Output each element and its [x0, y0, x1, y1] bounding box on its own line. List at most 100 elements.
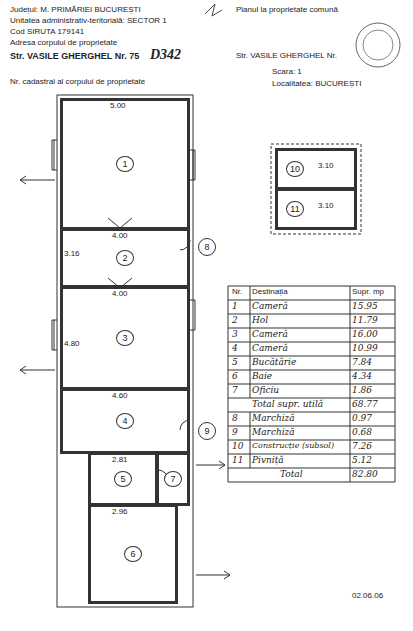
- dimension: 2.96: [112, 508, 128, 517]
- table-rule: [350, 398, 351, 412]
- table-rule: [250, 412, 251, 426]
- room-number: 2: [116, 250, 134, 266]
- table-cell: 0.97: [352, 414, 372, 424]
- dimension: 5.00: [110, 102, 126, 111]
- table-rule: [228, 454, 395, 455]
- table-cell: 4: [232, 344, 238, 354]
- table-cell: Oficiu: [252, 386, 279, 396]
- room-number: 5: [114, 471, 132, 487]
- table-cell: 10.99: [352, 344, 378, 354]
- table-rule: [250, 342, 251, 356]
- table-rule: [395, 286, 396, 482]
- table-cell: Cameră: [252, 302, 288, 312]
- table-cell: 16.00: [352, 330, 378, 340]
- header-text: Str. VASILE GHERGHEL Nr. 75: [10, 52, 139, 62]
- table-rule: [350, 328, 351, 342]
- table-rule: [350, 468, 351, 482]
- table-rule: [250, 426, 251, 440]
- table-rule: [350, 300, 351, 314]
- table-rule: [228, 384, 395, 385]
- header-text: Planul la proprietate comună: [236, 6, 338, 15]
- dimension: 3.16: [64, 250, 80, 259]
- table-cell: 1.86: [352, 386, 372, 396]
- table-cell: Bucătărie: [252, 358, 296, 368]
- table-rule: [250, 314, 251, 328]
- table-cell: Nr.: [232, 288, 242, 297]
- table-cell: 7.84: [352, 358, 372, 368]
- table-rule: [250, 356, 251, 370]
- table-cell: Pivniță: [252, 456, 284, 466]
- table-cell: Supr. mp: [352, 288, 384, 297]
- table-cell: 1: [232, 302, 238, 312]
- table-cell: Baie: [252, 372, 272, 382]
- table-rule: [350, 412, 351, 426]
- table-cell: 5: [232, 358, 238, 368]
- table-cell: 82.80: [352, 470, 378, 480]
- table-rule: [250, 286, 251, 300]
- table-rule: [350, 286, 351, 300]
- table-cell: Construcție (subsol): [252, 442, 334, 451]
- table-cell: 0.68: [352, 428, 372, 438]
- header-text: Localitatea: BUCUREȘTI: [272, 80, 361, 89]
- table-rule: [350, 440, 351, 454]
- header-text: Unitatea administrativ-teritorială: SECT…: [10, 17, 167, 26]
- table-rule: [228, 398, 395, 399]
- header-text: Str. VASILE GHERGHEL Nr.: [236, 52, 337, 61]
- table-rule: [228, 286, 395, 287]
- table-rule: [228, 440, 395, 441]
- callout-circle: 8: [198, 238, 216, 256]
- room-number: 4: [116, 413, 134, 429]
- table-rule: [250, 328, 251, 342]
- table-cell: 2: [232, 316, 238, 326]
- header-text: Județul: M. PRIMĂRIEI BUCUREȘTI: [10, 6, 141, 15]
- table-rule: [350, 356, 351, 370]
- table-cell: Marchiză: [252, 414, 295, 424]
- table-rule: [228, 426, 395, 427]
- table-rule: [350, 454, 351, 468]
- table-rule: [350, 426, 351, 440]
- table-rule: [228, 370, 395, 371]
- table-rule: [228, 412, 395, 413]
- table-cell: Total supr. utilă: [252, 400, 323, 410]
- room-number: 9: [204, 426, 209, 436]
- dimension: 4.80: [64, 340, 80, 349]
- room-number: 11: [286, 201, 304, 217]
- table-cell: 11: [232, 456, 243, 466]
- table-rule: [250, 370, 251, 384]
- room-number: 10: [286, 161, 304, 177]
- room: 7: [156, 452, 190, 506]
- table-cell: 10: [232, 442, 243, 452]
- table-cell: Cameră: [252, 330, 288, 340]
- table-rule: [250, 384, 251, 398]
- table-cell: Total: [280, 470, 303, 480]
- table-rule: [250, 454, 251, 468]
- table-rule: [228, 314, 395, 315]
- table-cell: Destinația: [252, 288, 288, 297]
- table-cell: 11.79: [352, 316, 378, 326]
- header-text: Nr. cadastral al corpului de proprietate: [10, 78, 145, 87]
- header-text: D342: [150, 47, 181, 62]
- room-number: 3: [116, 330, 134, 346]
- table-rule: [350, 370, 351, 384]
- table-cell: 3: [232, 330, 238, 340]
- room-number: 7: [164, 471, 182, 487]
- table-cell: 8: [232, 414, 238, 424]
- table-rule: [228, 286, 229, 482]
- callout-circle: 9: [198, 422, 216, 440]
- room: 3: [60, 286, 190, 390]
- dimension: 3.10: [318, 202, 334, 211]
- table-rule: [350, 384, 351, 398]
- table-cell: 7: [232, 386, 238, 396]
- table-rule: [350, 342, 351, 356]
- header-text: 02.06.06: [352, 592, 383, 601]
- table-cell: 7.26: [352, 442, 372, 452]
- room-number: 1: [116, 156, 134, 172]
- table-rule: [350, 314, 351, 328]
- table-rule: [250, 440, 251, 454]
- table-cell: 5.12: [352, 456, 372, 466]
- header-text: Cod SIRUTA 179141: [10, 28, 84, 37]
- room-number: 8: [204, 242, 209, 252]
- room: 1: [60, 98, 190, 230]
- room-number: 6: [124, 546, 142, 562]
- table-rule: [228, 328, 395, 329]
